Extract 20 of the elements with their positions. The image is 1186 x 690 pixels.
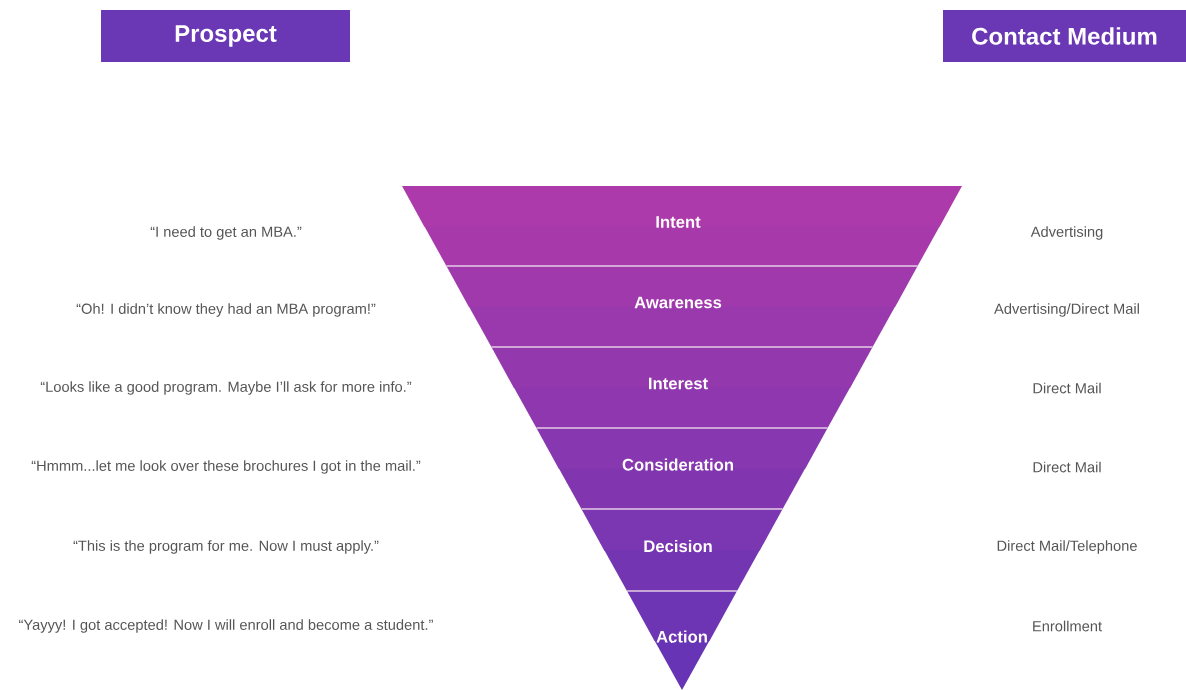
quote-text: “Oh! I didn’t know they had an MBA program!” [76, 303, 376, 317]
medium-text: Direct Mail [1033, 382, 1101, 394]
funnel-band: Consideration [536, 428, 828, 509]
header-box: Prospect [101, 10, 350, 62]
funnel-band: Action [627, 591, 737, 690]
header-box: Contact Medium [943, 10, 1186, 62]
quote-text: “I need to get an MBA.” [150, 226, 302, 240]
quote-text: “Looks like a good program. Maybe I’ll ask for more info.” [40, 381, 412, 395]
medium-text: Advertising/Direct Mail [994, 303, 1139, 317]
medium-text: Advertising [1030, 226, 1103, 240]
quote-text: “This is the program for me. Now I must apply.” [73, 540, 379, 554]
medium-text: Direct Mail [1033, 461, 1101, 473]
quote-text: “Hmmm...let me look over these brochures I got in the mail.” [31, 460, 421, 474]
medium-text: Enrollment [1033, 620, 1102, 632]
funnel-band: Decision [581, 509, 783, 591]
medium-text: Direct Mail/Telephone [997, 540, 1137, 554]
funnel-band: Awareness [446, 266, 918, 347]
funnel-band: Intent [402, 186, 962, 266]
quote-text: “Yayyy! I got accepted! Now I will enroll and become a student.” [19, 619, 433, 633]
funnel-band: Interest [491, 347, 873, 428]
